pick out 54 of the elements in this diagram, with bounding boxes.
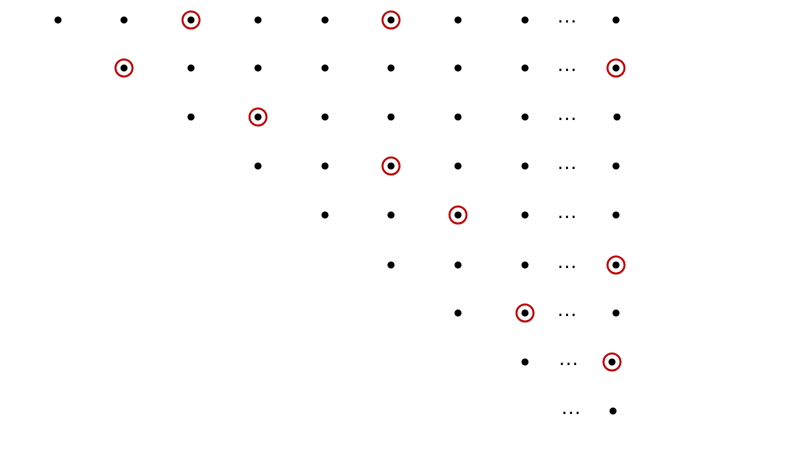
- dot: [388, 64, 394, 72]
- dot: [454, 114, 462, 120]
- dot: [322, 16, 328, 24]
- dot: [188, 64, 194, 72]
- dot: [322, 64, 328, 72]
- dot: [322, 114, 328, 120]
- circled-dot: [382, 10, 400, 30]
- circled-dot: [182, 10, 200, 30]
- circled-dot: [606, 256, 626, 274]
- dot: [388, 262, 394, 268]
- dot: [522, 64, 528, 72]
- circled-dot: [448, 206, 468, 224]
- dot: [454, 16, 462, 24]
- dot: [612, 162, 620, 170]
- dot: [254, 162, 262, 170]
- circled-dot: [248, 108, 268, 126]
- circled-dot: [114, 58, 134, 78]
- dot: [522, 262, 528, 268]
- dot: [612, 212, 620, 218]
- dot: [322, 162, 328, 170]
- dot: [522, 212, 528, 218]
- dot: [610, 408, 616, 414]
- dot: [454, 162, 462, 170]
- ellipsis: …: [559, 68, 575, 71]
- circled-dot: [602, 352, 622, 372]
- dot: [54, 16, 62, 24]
- dot: [454, 262, 462, 268]
- ellipsis: …: [559, 266, 575, 268]
- ellipsis: …: [559, 216, 575, 218]
- dot: [612, 310, 620, 316]
- dot: [120, 16, 128, 24]
- dot: [254, 64, 262, 72]
- dot: [612, 16, 620, 24]
- dot: [522, 358, 528, 366]
- circled-dot: [606, 58, 626, 78]
- circled-dot: [382, 156, 400, 176]
- circled-dot: [516, 304, 534, 322]
- ellipsis: …: [559, 20, 575, 22]
- dot: [454, 310, 462, 316]
- dot: [522, 162, 528, 170]
- dot: [522, 114, 528, 120]
- ellipsis: …: [559, 314, 575, 316]
- dot: [188, 114, 194, 120]
- ellipsis: …: [559, 166, 575, 169]
- dot: [454, 64, 462, 72]
- dot: [254, 16, 262, 24]
- dot: [522, 16, 528, 24]
- dot: [614, 114, 620, 120]
- ellipsis: …: [559, 118, 575, 120]
- dot: [388, 114, 394, 120]
- ellipsis: …: [560, 362, 576, 365]
- dot: [388, 212, 394, 218]
- dot: [322, 212, 328, 218]
- ellipsis: …: [563, 412, 579, 414]
